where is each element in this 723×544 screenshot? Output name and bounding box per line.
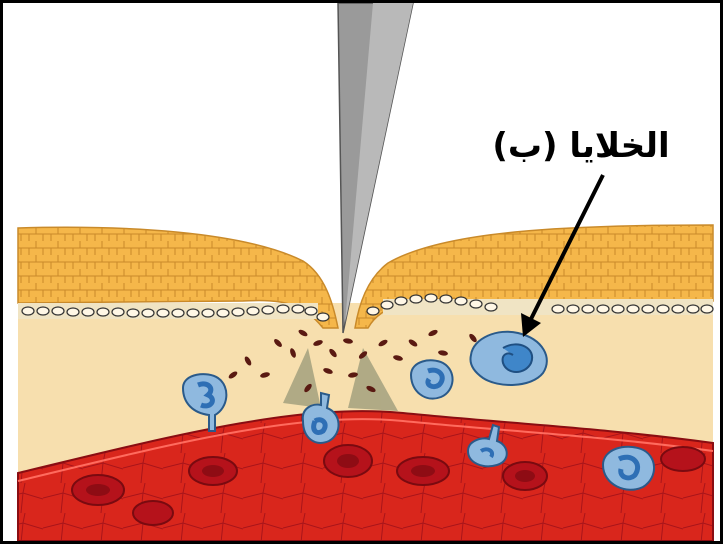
immune-cell	[471, 332, 547, 385]
immune-cell	[603, 447, 654, 490]
cells-b-label: الخلايا (ب)	[481, 121, 681, 171]
immune-cell	[411, 360, 453, 398]
wound-diagram	[3, 3, 720, 541]
